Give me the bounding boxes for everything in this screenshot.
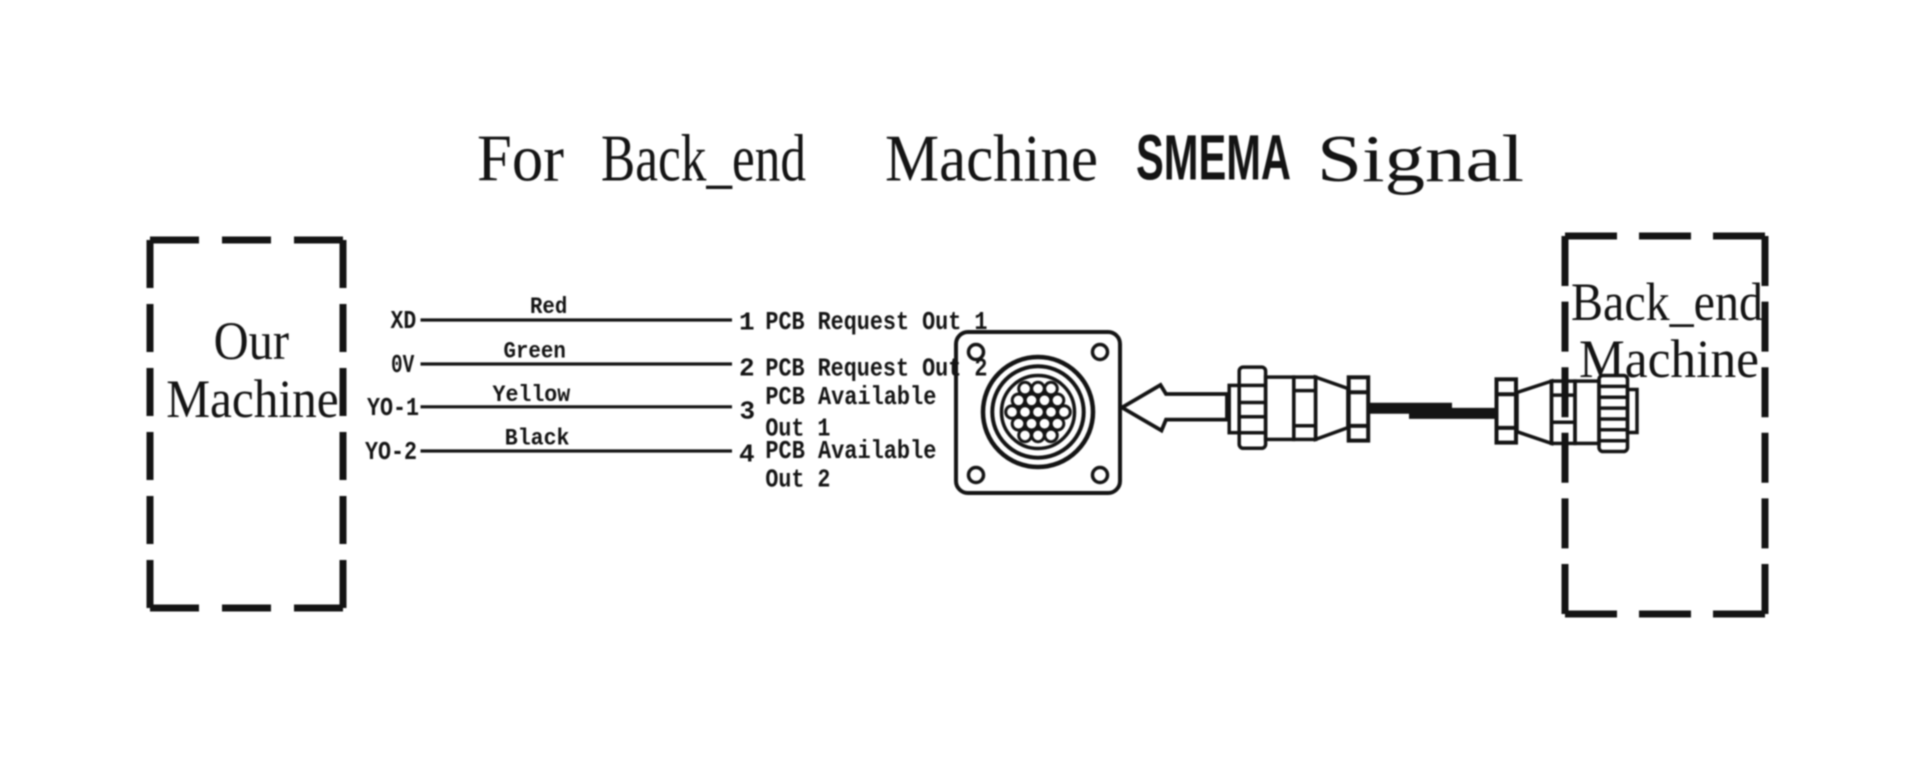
svg-text:Machine: Machine — [166, 369, 339, 429]
svg-text:Black: Black — [505, 426, 570, 452]
svg-text:Machine: Machine — [1579, 329, 1759, 389]
svg-text:1: 1 — [739, 308, 755, 338]
svg-text:Green: Green — [504, 339, 566, 365]
svg-text:4: 4 — [739, 440, 755, 470]
svg-text:PCB Request Out 1: PCB Request Out 1 — [765, 307, 987, 337]
svg-text:PCB Available: PCB Available — [765, 382, 936, 412]
svg-text:Signal: Signal — [1317, 122, 1524, 196]
svg-text:Red: Red — [530, 294, 567, 320]
svg-text:Back_end: Back_end — [1571, 272, 1763, 332]
svg-text:XD: XD — [391, 306, 417, 336]
svg-text:Machine: Machine — [885, 122, 1098, 196]
svg-text:For: For — [477, 122, 564, 196]
svg-text:Out 2: Out 2 — [765, 465, 830, 495]
svg-text:PCB Available: PCB Available — [765, 436, 936, 466]
svg-text:3: 3 — [740, 397, 756, 427]
svg-text:2: 2 — [739, 354, 755, 384]
svg-text:SMEMA: SMEMA — [1136, 122, 1291, 194]
svg-text:YO-2: YO-2 — [365, 437, 417, 467]
svg-text:0V: 0V — [391, 350, 415, 380]
svg-text:PCB Request Out 2: PCB Request Out 2 — [765, 354, 987, 384]
svg-text:Back_end: Back_end — [601, 122, 806, 196]
svg-text:Our: Our — [214, 311, 289, 371]
svg-text:Out 1: Out 1 — [765, 413, 830, 443]
svg-text:YO-1: YO-1 — [367, 393, 419, 423]
svg-text:Yellow: Yellow — [493, 382, 571, 408]
